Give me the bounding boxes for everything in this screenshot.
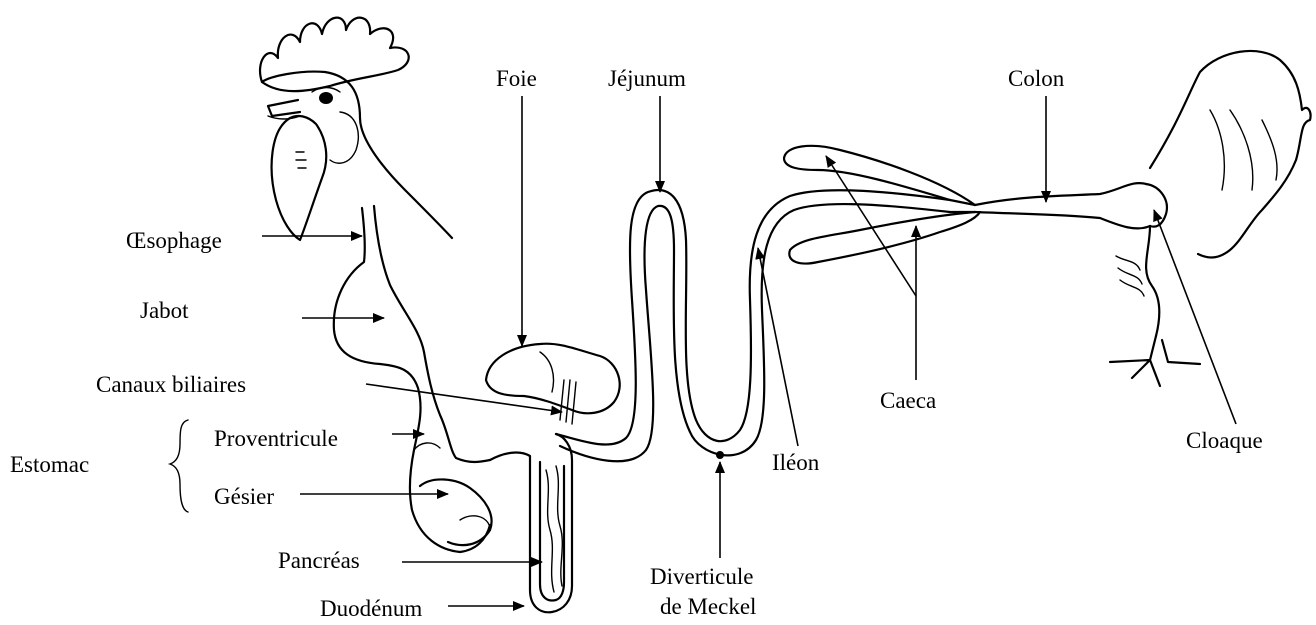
leg	[1110, 336, 1200, 386]
label-canaux-biliaires: Canaux biliaires	[96, 372, 246, 397]
label-foie-group: Foie	[496, 66, 537, 346]
proventricule-wall	[414, 443, 440, 450]
beak	[268, 100, 300, 116]
label-duodenum-group: Duodénum	[320, 596, 524, 621]
label-caeca: Caeca	[880, 388, 936, 413]
label-gesier-group: Gésier	[214, 484, 448, 509]
tail-lines	[1210, 110, 1277, 190]
colon-bottom	[975, 212, 1150, 228]
label-proventricule: Proventricule	[214, 426, 338, 451]
esophagus-crop-outline	[334, 208, 490, 552]
upper-digestive-tract	[334, 206, 492, 552]
label-jabot: Jabot	[140, 298, 189, 323]
label-jabot-group: Jabot	[140, 298, 384, 323]
label-diverticule-group: Diverticule de Meckel	[650, 462, 756, 619]
duodenal-loop	[490, 434, 572, 612]
label-diverticule-line1: Diverticule	[650, 564, 753, 589]
label-jejunum: Jéjunum	[608, 66, 686, 91]
label-foie: Foie	[496, 66, 537, 91]
label-oesophage-group: Œsophage	[126, 228, 362, 253]
label-ileon-group: Iléon	[758, 248, 820, 475]
thigh-feathers	[1116, 256, 1144, 296]
liver	[486, 344, 620, 424]
label-gesier: Gésier	[214, 484, 274, 509]
label-canaux-biliaires-group: Canaux biliaires	[96, 372, 562, 412]
esophagus-inner-outline	[374, 206, 490, 462]
label-cloaque-group: Cloaque	[1154, 210, 1263, 453]
colon-cloaca	[975, 183, 1167, 228]
gizzard-lobe	[460, 516, 490, 528]
comb	[260, 18, 409, 91]
wattle-lines	[296, 152, 306, 168]
label-ileon: Iléon	[772, 450, 820, 475]
estomac-group: Estomac	[10, 420, 188, 512]
label-pancreas-group: Pancréas	[278, 548, 542, 573]
rooster-head	[260, 18, 452, 240]
tail-feathers	[1150, 51, 1311, 258]
caecum-lower	[789, 212, 980, 264]
label-pancreas: Pancréas	[278, 548, 360, 573]
label-jejunum-group: Jéjunum	[608, 66, 686, 192]
colon-top	[975, 183, 1146, 205]
label-estomac: Estomac	[10, 452, 89, 477]
wattle	[272, 116, 327, 240]
label-colon: Colon	[1008, 66, 1065, 91]
label-duodenum: Duodénum	[320, 596, 422, 621]
body-front	[1146, 226, 1159, 336]
intestine-inner	[560, 204, 975, 461]
head-outline	[262, 72, 452, 238]
liver-lobe-line	[540, 352, 554, 392]
bile-ducts	[560, 380, 576, 424]
label-diverticule-line2: de Meckel	[660, 594, 756, 619]
label-cloaque: Cloaque	[1186, 428, 1263, 453]
cloaca	[1146, 184, 1167, 227]
eye	[319, 92, 333, 104]
rooster-body	[1110, 51, 1311, 386]
pancreas	[546, 466, 562, 592]
label-caeca-group: Caeca	[826, 156, 936, 413]
ear-lobe	[330, 112, 358, 163]
meckel-diverticulum-point	[716, 451, 724, 459]
caecum-upper	[784, 146, 975, 205]
gizzard	[420, 479, 492, 545]
label-oesophage: Œsophage	[126, 228, 222, 253]
label-colon-group: Colon	[1008, 66, 1065, 202]
small-intestine	[556, 190, 975, 461]
label-proventricule-group: Proventricule	[214, 426, 424, 451]
estomac-brace	[170, 420, 188, 512]
arrow-cloaque	[1154, 210, 1236, 424]
